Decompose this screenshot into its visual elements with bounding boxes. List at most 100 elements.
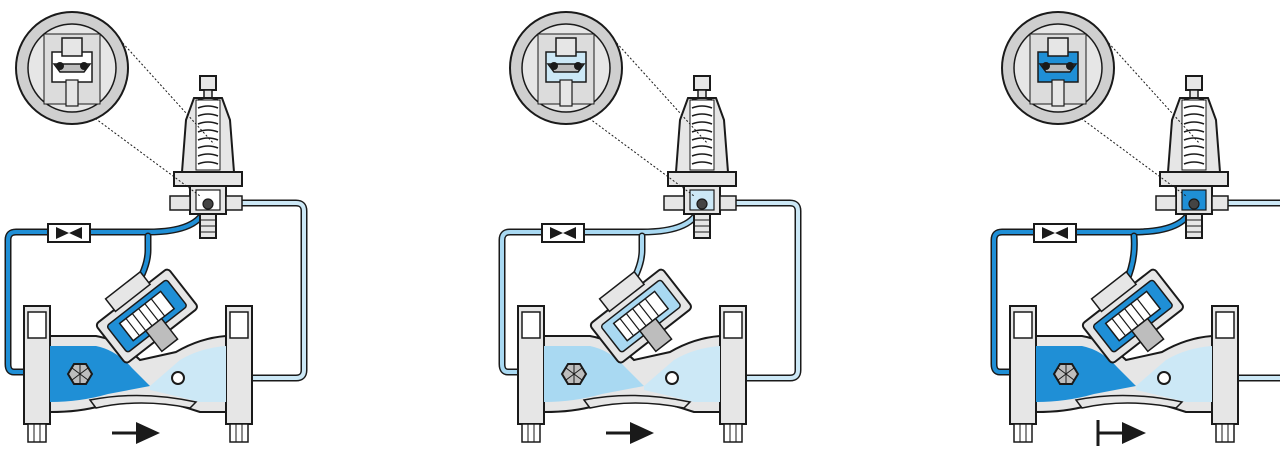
zoom-seat-stem bbox=[1047, 37, 1069, 57]
pilot-diaphragm-flange bbox=[667, 171, 737, 187]
outlet-port bbox=[171, 371, 185, 385]
pilot-inlet-fitting bbox=[169, 195, 191, 211]
pilot-outlet-fitting bbox=[225, 195, 243, 211]
needle-valve-icon bbox=[1042, 227, 1068, 239]
flange-bolt-lines bbox=[33, 424, 243, 442]
pilot-spring-coil-8 bbox=[197, 161, 219, 165]
outlet-port bbox=[665, 371, 679, 385]
valve-stem bbox=[144, 317, 179, 353]
pilot-outlet-fitting bbox=[1211, 195, 1229, 211]
pilot-spring-coil-6 bbox=[197, 145, 219, 149]
upstream-tube bbox=[500, 230, 546, 374]
zoom-seat-stem bbox=[61, 37, 83, 57]
zoom-leader-lower bbox=[585, 115, 695, 197]
outlet-flange-bolt-top bbox=[1215, 311, 1235, 339]
body-lower-web bbox=[1074, 394, 1184, 409]
zoom-seat-stem bbox=[555, 37, 577, 57]
valve-panel-closed bbox=[990, 11, 1280, 446]
inlet-flange-bolt-bottom bbox=[27, 423, 47, 443]
upstream-tube bbox=[6, 230, 52, 374]
zoom-oring-right bbox=[574, 62, 582, 70]
pilot-spring-coil-7 bbox=[1183, 153, 1205, 157]
pilot-spring-coil-8 bbox=[1183, 161, 1205, 165]
flange-bolt-lines bbox=[527, 424, 737, 442]
pilot-spring-coil-2 bbox=[691, 113, 713, 117]
pilot-spring-coil-4 bbox=[1183, 129, 1205, 133]
downstream-tube bbox=[178, 201, 306, 380]
pilot-spring-coil-2 bbox=[1183, 113, 1205, 117]
zoom-seat-post bbox=[1051, 79, 1065, 107]
pilot-seat bbox=[202, 198, 214, 210]
strainer-mesh bbox=[1057, 364, 1075, 384]
valve-panel-modulating bbox=[498, 11, 802, 444]
zoom-leader-upper bbox=[613, 39, 709, 145]
pilot-spring-coil-5 bbox=[691, 137, 713, 141]
pilot-outlet-fitting bbox=[719, 195, 737, 211]
pilot-seat bbox=[696, 198, 708, 210]
flow-arrow-head bbox=[136, 422, 160, 444]
pilot-inlet-fitting bbox=[1155, 195, 1177, 211]
upstream-tube bbox=[992, 230, 1038, 374]
inlet-flange-bolt-top bbox=[27, 311, 47, 339]
main-valve-bonnet bbox=[1081, 268, 1184, 364]
inlet-flange-bolt-top bbox=[1013, 311, 1033, 339]
pilot-seat bbox=[1188, 198, 1200, 210]
upstream-chamber bbox=[544, 346, 644, 402]
stop-flow-arrow-head bbox=[1122, 422, 1146, 444]
outlet-flange-bolt-bottom bbox=[1215, 423, 1235, 443]
outlet-flange-bolt-top bbox=[723, 311, 743, 339]
pilot-spring-coil-0 bbox=[197, 97, 219, 101]
pilot-spring-coil-6 bbox=[691, 145, 713, 149]
pilot-spring-coil-3 bbox=[1183, 121, 1205, 125]
pilot-lower-threads bbox=[694, 219, 710, 233]
inlet-flange-bolt-bottom bbox=[1013, 423, 1033, 443]
downstream-chamber bbox=[644, 346, 720, 402]
valve-stem bbox=[638, 317, 673, 353]
zoom-seat-post bbox=[65, 79, 79, 107]
valve-stem bbox=[1130, 317, 1165, 353]
pilot-spring-coil-1 bbox=[1183, 105, 1205, 109]
inlet-flange-bolt-bottom bbox=[521, 423, 541, 443]
zoom-oring-right bbox=[1066, 62, 1074, 70]
outlet-flange-bolt-bottom bbox=[229, 423, 249, 443]
body-lower-web bbox=[88, 394, 198, 409]
flange-bolt-lines bbox=[1019, 424, 1229, 442]
pilot-adjust-screw bbox=[697, 89, 707, 99]
zoom-leader-lower bbox=[91, 115, 201, 197]
downstream-tube bbox=[672, 201, 800, 380]
downstream-chamber bbox=[1136, 346, 1212, 402]
zoom-leader-upper bbox=[1105, 39, 1201, 145]
pilot-spring-coil-7 bbox=[197, 153, 219, 157]
needle-valve-icon bbox=[550, 227, 576, 239]
pilot-spring-coil-6 bbox=[1183, 145, 1205, 149]
pilot-diaphragm-flange bbox=[1159, 171, 1229, 187]
strainer-mesh bbox=[71, 364, 89, 384]
pilot-spring-coil-3 bbox=[691, 121, 713, 125]
zoom-oring-left bbox=[550, 62, 558, 70]
zoom-leader-upper bbox=[119, 39, 215, 145]
bonnet-cap bbox=[598, 270, 646, 313]
upstream-chamber bbox=[50, 346, 150, 402]
pilot-spring-coil-0 bbox=[1183, 97, 1205, 101]
pilot-spring-coil-3 bbox=[197, 121, 219, 125]
bonnet-cap bbox=[104, 270, 152, 313]
zoom-seat-post bbox=[559, 79, 573, 107]
pilot-lower-threads bbox=[200, 219, 216, 233]
pilot-adjust-screw bbox=[1189, 89, 1199, 99]
bonnet-cap bbox=[1090, 270, 1138, 313]
pilot-inlet-fitting bbox=[663, 195, 685, 211]
zoom-oring-left bbox=[1042, 62, 1050, 70]
pilot-spring-coil-4 bbox=[197, 129, 219, 133]
downstream-chamber bbox=[150, 346, 226, 402]
flow-arrow-head bbox=[630, 422, 654, 444]
valve-panel-open bbox=[4, 11, 308, 444]
pilot-adjust-screw bbox=[203, 89, 213, 99]
inlet-flange-bolt-top bbox=[521, 311, 541, 339]
diaphragm-spring bbox=[125, 298, 166, 337]
pilot-spring-coil-1 bbox=[691, 105, 713, 109]
needle-valve-icon bbox=[56, 227, 82, 239]
pilot-lower-threads bbox=[1186, 219, 1202, 233]
diaphragm-spring bbox=[619, 298, 660, 337]
